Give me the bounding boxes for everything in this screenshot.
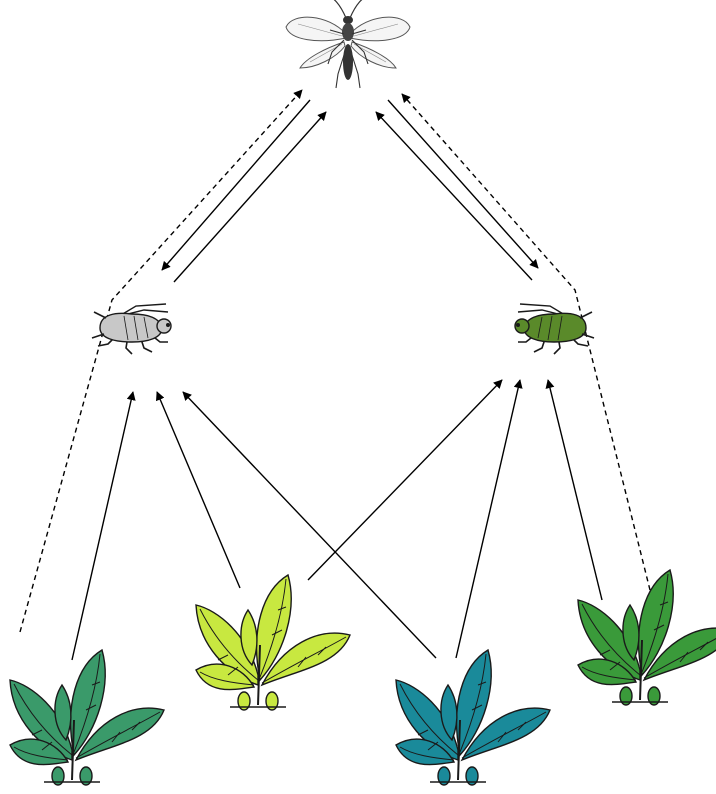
edges-layer <box>20 90 650 660</box>
arrow-plant-1-to-aphid-left <box>72 392 133 660</box>
arrow-aphid-left-to-parasitoid <box>174 112 326 282</box>
nodes-layer <box>10 0 716 785</box>
arrow-plant-4-to-aphid-right <box>548 380 602 600</box>
arrow-plant-2-to-aphid-left <box>157 392 240 588</box>
aphid-aphid-left-icon <box>92 304 171 354</box>
plant-plant-3-icon <box>396 650 550 785</box>
plant-plant-1-icon <box>10 650 164 785</box>
aphid-aphid-right-icon <box>515 304 594 354</box>
plant-plant-2-icon <box>196 575 350 710</box>
arrow-aphid-right-to-parasitoid <box>376 112 532 280</box>
arrow-parasitoid-to-aphid-right <box>388 100 538 268</box>
parasitoid-wasp-parasitoid-icon <box>286 0 410 88</box>
arrow-parasitoid-to-aphid-left <box>162 100 310 270</box>
arrow-plant-2-to-aphid-right <box>308 380 502 580</box>
plant-plant-4-icon <box>578 570 716 705</box>
arrow-plant-3-to-aphid-right <box>456 380 520 658</box>
arrow-plant-1-to-parasitoid <box>20 90 302 632</box>
